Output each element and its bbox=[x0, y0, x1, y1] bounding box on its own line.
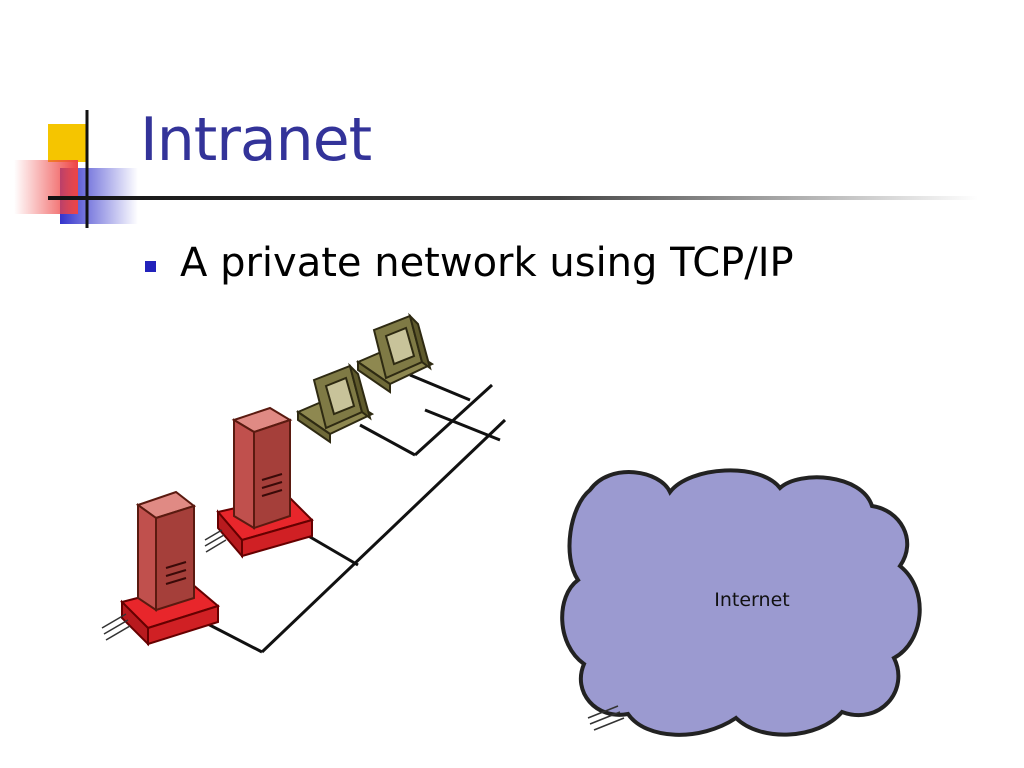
title-underline bbox=[48, 196, 978, 200]
network-illustration: Internet bbox=[101, 312, 922, 737]
bullet-square-icon bbox=[145, 260, 156, 272]
cloud-icon: Internet bbox=[560, 468, 922, 737]
bullet-text: A private network using TCP/IP bbox=[180, 240, 794, 286]
server-tower-icon bbox=[101, 490, 221, 647]
workstation-icon bbox=[295, 362, 375, 444]
workstation-icon bbox=[355, 312, 435, 394]
server-tower-icon bbox=[204, 406, 314, 559]
slide-title: Intranet bbox=[140, 105, 372, 175]
cloud-label: Internet bbox=[714, 589, 789, 611]
title-decoration bbox=[14, 110, 138, 228]
bullet-item: A private network using TCP/IP bbox=[145, 240, 794, 286]
